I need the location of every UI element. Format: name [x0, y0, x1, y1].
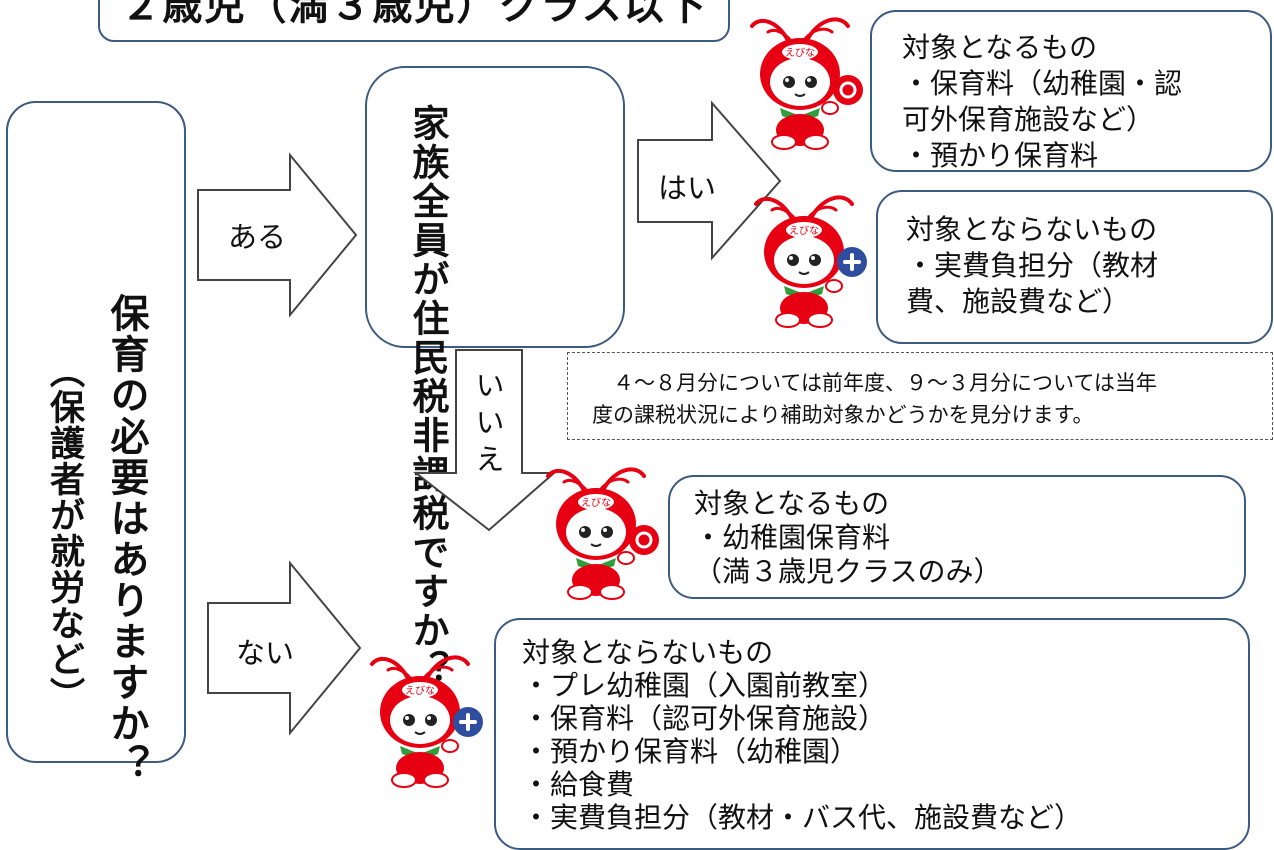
mascot-circle-icon: えびな	[750, 17, 863, 152]
ineligible-list-no-care-need: 対象とならないもの ・プレ幼稚園（入園前教室） ・保育料（認可外保育施設） ・預…	[522, 636, 1083, 834]
arrow-label-hai: はい	[658, 171, 717, 205]
arrow-aru	[197, 152, 358, 318]
arrow-nai	[207, 560, 362, 736]
note-text: ４～８月分については前年度、９～３月分については当年 度の課税状況により補助対象…	[592, 371, 1157, 427]
ineligible-list-tax-exempt: 対象とならないもの ・実費負担分（教材 費、施設費など）	[906, 213, 1159, 318]
eligible-box-tax-exempt: 対象となるもの ・保育料（幼稚園・認 可外保育施設など） ・預かり保育料	[870, 10, 1272, 172]
mascot-label: えびな	[405, 685, 435, 697]
arrow-hai	[637, 100, 782, 261]
mascot-label: えびな	[581, 497, 611, 509]
eligible-list-not-exempt: 対象となるもの ・幼稚園保育料 （満３歳児クラスのみ）	[694, 487, 1002, 588]
title: ２歳児（満３歳児）クラス以下	[120, 0, 708, 29]
eligible-list-tax-exempt: 対象となるもの ・保育料（幼稚園・認 可外保育施設など） ・預かり保育料	[902, 31, 1183, 172]
mascot-cross-icon: えびな	[370, 655, 483, 789]
note-box: ４～８月分については前年度、９～３月分については当年 度の課税状況により補助対象…	[567, 352, 1273, 440]
care-need-question-box: 保育の必要はありますか？ （保護者が就労など）	[6, 101, 186, 785]
care-need-question: 保育の必要はありますか？	[104, 293, 149, 785]
arrow-iie	[413, 349, 557, 532]
arrow-label-iie: いいえ	[471, 370, 505, 481]
eligible-box-not-exempt: 対象となるもの ・幼稚園保育料 （満３歳児クラスのみ）	[668, 475, 1246, 599]
title-box: ２歳児（満３歳児）クラス以下	[98, 0, 730, 42]
mascot-circle-icon: えびな	[546, 467, 659, 601]
mascot-cross-icon: えびな	[754, 195, 867, 329]
care-need-example: （保護者が就労など）	[44, 353, 84, 713]
mascot-label: えびな	[785, 47, 815, 59]
ineligible-box-no-care-need: 対象とならないもの ・プレ幼稚園（入園前教室） ・保育料（認可外保育施設） ・預…	[494, 618, 1250, 850]
ineligible-box-tax-exempt: 対象とならないもの ・実費負担分（教材 費、施設費など）	[876, 190, 1273, 344]
mascot-label: えびな	[789, 225, 819, 237]
arrow-label-aru: ある	[228, 220, 287, 254]
arrow-label-nai: ない	[236, 636, 295, 670]
